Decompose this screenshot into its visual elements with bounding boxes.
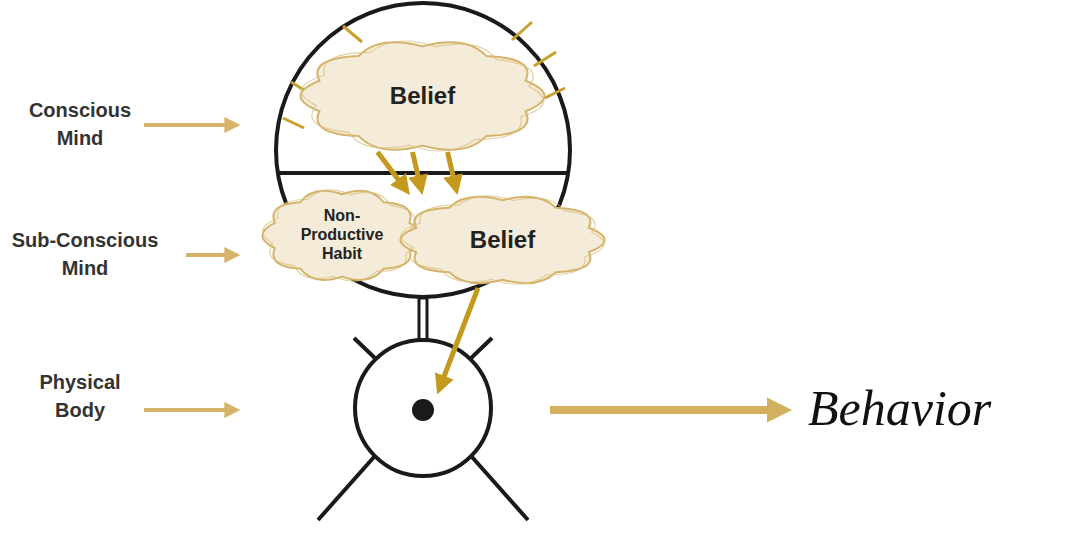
cloud-sketch [301,41,544,151]
limb [318,457,374,520]
node-text: Non-Productive Habit [292,206,392,263]
influence-arrow [378,152,406,189]
limb [354,338,378,361]
body-circle [355,340,491,476]
cloud-fill [262,190,421,279]
node-text: Belief [470,226,535,254]
layer-label: Sub-Conscious Mind [5,226,165,282]
neck [419,298,427,340]
belief-cloud: Belief [300,40,545,152]
radiating-tick [545,88,565,98]
pointer-arrow [144,408,234,412]
mind-divider [278,171,568,175]
limb [468,338,492,361]
radiating-tick [512,22,532,40]
radiating-tick [534,52,556,66]
belief-cloud: Belief [400,195,605,285]
layer-label: Conscious Mind [20,96,140,152]
cloud-fill [301,42,545,150]
cloud-fill [400,197,604,283]
pointer-arrow [144,123,234,127]
belief-to-body-arrow [440,288,478,387]
radiating-tick [283,118,304,128]
cloud-sketch [401,196,604,284]
output-label: Behavior [808,380,991,436]
influence-arrow [448,152,456,187]
layer-label: Physical Body [25,368,135,424]
limb [472,457,528,520]
influence-arrow [413,152,421,187]
pointer-arrow [186,253,234,257]
radiating-tick [343,26,362,42]
cloud-sketch [263,189,422,280]
habit-cloud: Non-Productive Habit [262,189,422,282]
behavior-arrow [550,406,782,414]
node-text: Belief [390,82,455,110]
body-core-dot [412,399,434,421]
